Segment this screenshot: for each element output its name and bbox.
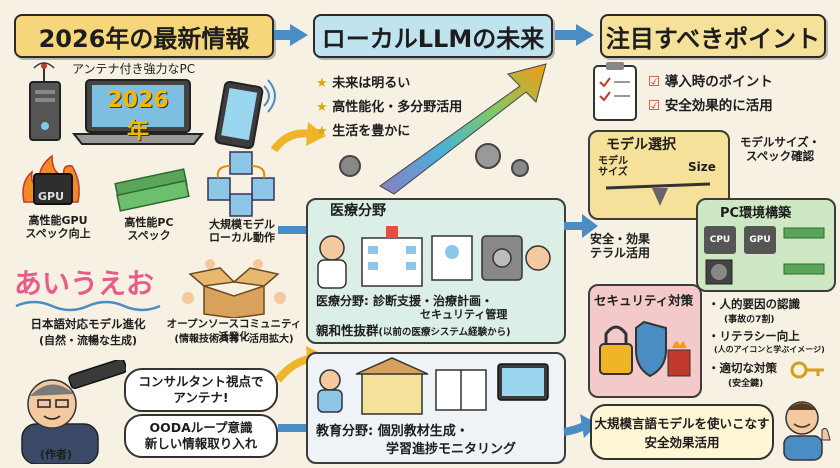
cpu-chip: CPU	[704, 226, 736, 254]
future-bullet-2: ★ 高性能化・多分野活用	[316, 100, 463, 115]
title-arrow-1	[290, 24, 308, 46]
pc-spec-label: 高性能PC スペック	[124, 216, 174, 243]
checkbox-icon: ☑	[648, 98, 661, 114]
title-arrow-2-stem	[555, 30, 577, 40]
model-select-title: モデル選択	[606, 137, 676, 153]
wave-icon	[15, 300, 161, 312]
screen-year: 2026年	[107, 88, 169, 144]
flow-arrows-right	[563, 214, 598, 438]
security-title: セキュリティ対策	[594, 293, 694, 308]
balance-scale-icon	[605, 182, 711, 206]
tablet-icon	[214, 79, 276, 150]
japanese-model-sub: (自然・流暢な生成)	[38, 334, 138, 347]
security-item-3: ・適切な対策	[708, 361, 777, 375]
laptop-icon	[72, 79, 204, 145]
future-bullet-3: ★ 生活を豊かに	[316, 124, 411, 139]
oss-sub: (情報技術共有・活用拡大)	[174, 334, 294, 345]
security-item-2-sub: (人のアイコンと学ぶイメージ)	[714, 345, 825, 354]
fan-icon	[705, 259, 733, 285]
clipboard-icon	[593, 62, 637, 121]
pc-env-title: PC環境構築	[720, 206, 792, 221]
title-arrow-2	[576, 24, 594, 46]
medical-title: 医療分野	[330, 203, 386, 219]
title-left: 2026年の最新情報	[14, 14, 274, 58]
checkbox-icon: ☑	[648, 74, 661, 90]
footer-callout: 大規模言語モデルを使いこなす 安全効果活用	[590, 404, 774, 460]
education-line-1: 教育分野: 個別教材生成・	[316, 424, 469, 439]
security-item-3-sub: (安全鍵)	[728, 379, 764, 389]
gpu-label: 高性能GPU スペック向上	[25, 214, 91, 241]
open-box-icon	[182, 259, 286, 318]
thumbs-up-person-icon	[783, 401, 831, 461]
education-line-2: 学習進捗モニタリング	[386, 442, 517, 457]
model-select-left: モデル サイズ	[598, 156, 628, 178]
future-bullet-1: ★ 未来は明るい	[316, 76, 411, 91]
education-illustration	[317, 357, 549, 415]
growth-arrow-icon	[339, 63, 547, 195]
gpu-icon	[22, 154, 80, 205]
safety-label: 安全・効果 テラル活用	[590, 232, 651, 261]
title-right: 注目すべきポイント	[600, 14, 826, 58]
medical-illustration	[317, 226, 551, 289]
model-size-note: モデルサイズ・ スペック確認	[739, 135, 821, 163]
oss-label: オープンソースコミュニティ活発化	[166, 318, 302, 343]
security-illustration	[599, 320, 691, 378]
title-center: ローカルLLMの未来	[313, 14, 553, 58]
ram-icon	[114, 168, 190, 212]
gpu-chip: GPU	[744, 226, 776, 254]
author-avatar	[21, 360, 126, 464]
star-icon: ★	[316, 124, 328, 139]
pc-caption: アンテナ付き強力なPC	[72, 62, 196, 76]
star-icon: ★	[316, 76, 328, 91]
security-item-1: ・人的要因の認識	[708, 297, 800, 311]
model-select-right: Size	[688, 160, 716, 174]
medical-line-3: 親和性抜群(以前の医療システム経験から)	[316, 323, 511, 338]
security-item-1-sub: (事故の7割)	[724, 315, 775, 325]
check-item-2: ☑ 安全効果的に活用	[648, 98, 773, 114]
speech-bubble-top: コンサルタント視点で アンテナ!	[124, 368, 278, 412]
tower-pc-icon	[29, 62, 61, 141]
gpu-chip-text: GPU	[38, 190, 65, 203]
japanese-model-label: 日本語対応モデル進化	[30, 317, 146, 331]
speech-bubble-bottom: OODAループ意識 新しい情報取り入れ	[124, 414, 278, 458]
model-label: 大規模モデル ローカル動作	[209, 218, 275, 245]
medical-line-1: 医療分野: 診断支援・治療計画・	[316, 294, 493, 308]
author-label: (作者)	[40, 448, 73, 461]
security-item-2: ・リテラシー向上	[708, 329, 800, 343]
check-item-1: ☑ 導入時のポイント	[648, 74, 773, 90]
title-arrow-1-stem	[274, 30, 292, 40]
star-icon: ★	[316, 100, 328, 115]
medical-line-2: セキュリティ管理	[420, 308, 508, 321]
ram-stick-icon	[783, 227, 825, 275]
aiueo-text: あいうえお	[14, 267, 155, 300]
model-cubes-icon	[207, 151, 275, 217]
key-icon	[790, 361, 824, 379]
